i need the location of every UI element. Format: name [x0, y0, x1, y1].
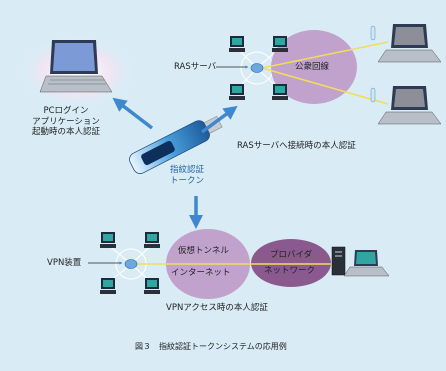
server-tower-icon [331, 246, 346, 276]
vpn-hub-icon [124, 259, 138, 269]
ras-yellow-lines [261, 41, 389, 105]
figure-caption: 図３ 指紋認証トークンシステムの応用例 [135, 342, 287, 351]
public-line-label: 公衆回線 [295, 62, 330, 72]
provider-network-ellipse [251, 239, 331, 287]
network-label: ネットワーク [264, 266, 316, 276]
virtual-tunnel-label: 仮想トンネル [178, 246, 229, 256]
vpn-computers [100, 232, 160, 294]
ras-hub-icon [250, 63, 264, 73]
laptop-icon-pc-login [39, 40, 113, 93]
public-line-ellipse [271, 30, 357, 104]
ras-auth-label: RASサーバへ接続時の本人認証 [237, 141, 356, 151]
token-label: 指紋認証 トークン [170, 165, 205, 186]
laptop-icon-remote-top [370, 24, 442, 63]
ras-server-computers [229, 36, 288, 100]
provider-label: プロバイダ [270, 250, 313, 260]
token-arrows [112, 97, 238, 229]
laptop-icon-remote-bottom [370, 86, 442, 125]
ras-server-label: RASサーバ [174, 62, 217, 72]
internet-label: インターネット [171, 268, 231, 278]
vpn-device-label: VPN装置 [47, 258, 82, 268]
laptop-icon-vpn [343, 250, 390, 277]
pc-login-label: PCログイン アプリケーション 起動時の本人認証 [32, 106, 101, 138]
vpn-auth-label: VPNアクセス時の本人認証 [166, 303, 268, 313]
